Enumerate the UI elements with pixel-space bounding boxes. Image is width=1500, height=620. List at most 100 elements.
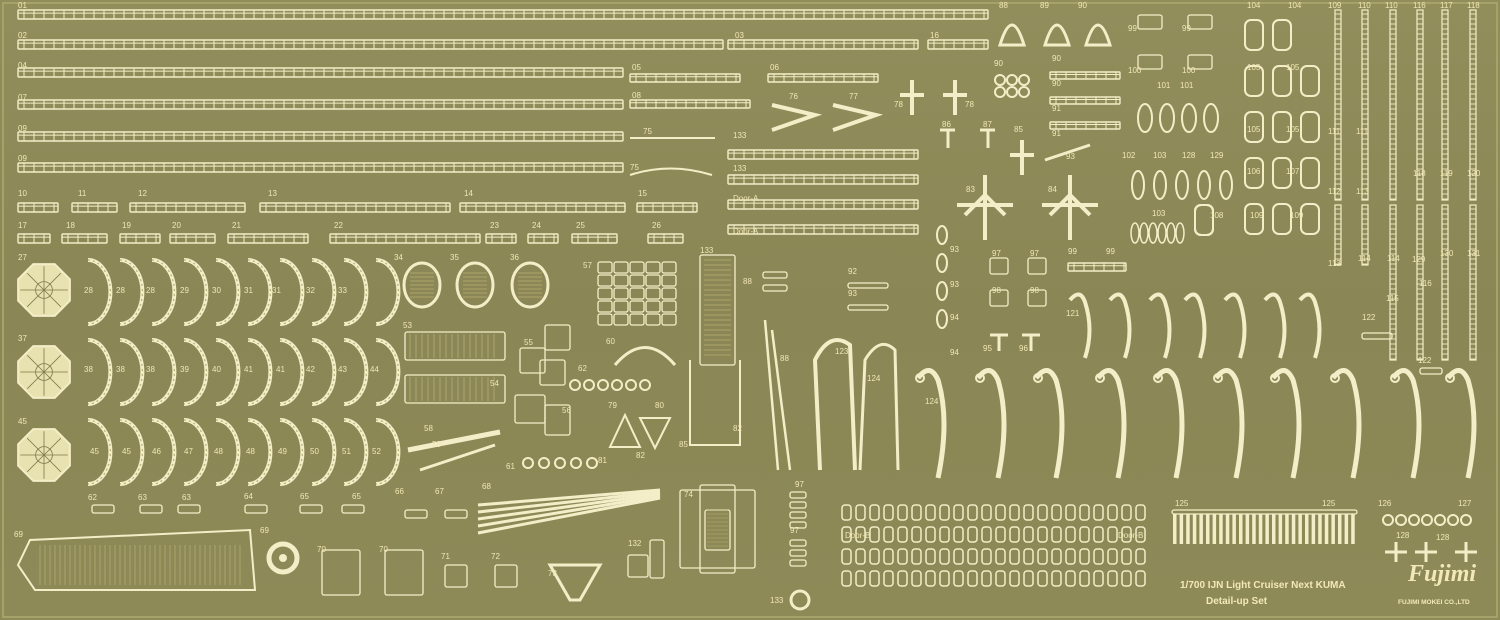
part-93 [936, 253, 948, 273]
part-number-label: 122 [1418, 356, 1432, 365]
part-123 [1390, 373, 1400, 383]
part-90 [1049, 121, 1121, 130]
part-95 [789, 521, 807, 529]
part-number-label: 41 [244, 365, 253, 374]
part-number-label: 75 [630, 163, 639, 172]
door-part [869, 570, 880, 587]
part-number-label: 91 [1052, 129, 1061, 138]
part-44 [35, 446, 53, 464]
part-124 [1298, 514, 1302, 544]
part-number-label: 103 [1153, 151, 1167, 160]
vertical-ladder [1469, 204, 1477, 361]
part-number-label: 76 [789, 92, 798, 101]
part-99 [1187, 54, 1213, 70]
part-number-label: 10 [18, 189, 27, 198]
part-124 [1219, 514, 1223, 544]
part-27 [26, 272, 45, 291]
part-10x [1244, 19, 1264, 51]
door-part [967, 548, 978, 565]
grid-57 [613, 300, 629, 313]
part-number-label: 124 [867, 374, 881, 383]
curved-part [343, 259, 367, 325]
part-number-label: 25 [576, 221, 585, 230]
curved-part [343, 258, 369, 326]
part-95 [789, 501, 807, 509]
part-124 [1324, 514, 1329, 544]
part-number-label: 112 [1328, 187, 1341, 196]
grid-57 [645, 261, 661, 274]
part-120 [1419, 367, 1443, 375]
part-number-label: 29 [180, 286, 189, 295]
part-125 [1395, 514, 1407, 526]
part-number-label: 107 [1286, 167, 1300, 176]
part-82 [1042, 175, 1098, 240]
part-89 [1018, 86, 1030, 98]
part-10x [1272, 65, 1292, 97]
door-part [1079, 504, 1090, 521]
door-part [995, 526, 1006, 543]
part-number-label: 82 [733, 424, 742, 433]
part-123 [915, 373, 925, 383]
part-102 [1139, 222, 1149, 244]
part-85 [940, 128, 995, 148]
part-60 [639, 379, 651, 391]
door-part [1121, 548, 1132, 565]
part-number-label: 105 [1247, 125, 1261, 134]
part-number-label: Door-B [1118, 531, 1144, 540]
door-part [1121, 570, 1132, 587]
part-number-label: 91 [1052, 104, 1061, 113]
part-number-label: 116 [1413, 1, 1426, 10]
curved-part [87, 419, 111, 485]
grid-57 [597, 261, 613, 274]
part-number-label: 21 [232, 221, 241, 230]
part-100 [1137, 103, 1153, 133]
part-123 [1213, 373, 1223, 383]
door-part [1135, 548, 1146, 565]
part-69 [384, 549, 424, 596]
part-number-label: 128 [1396, 531, 1410, 540]
part-number-label: 94 [950, 313, 959, 322]
part-number-label: 78 [965, 100, 974, 109]
curved-part [311, 338, 337, 406]
part-number-label: 28 [116, 286, 125, 295]
grid-57 [613, 287, 629, 300]
part-119 [1263, 292, 1287, 359]
part-124 [1252, 514, 1256, 544]
part-number-label: 92 [848, 267, 857, 276]
part-number-label: 40 [212, 365, 221, 374]
part-10x [1300, 157, 1320, 189]
part-102 [1148, 222, 1158, 244]
part-number-label: 02 [18, 31, 27, 40]
part-56 [407, 429, 501, 453]
part-number-label: 63 [182, 493, 191, 502]
part-89 [1018, 74, 1030, 86]
part-number-label: 105 [1286, 125, 1300, 134]
part-124 [1318, 514, 1322, 544]
door-part [1051, 570, 1062, 587]
part-number-label: 26 [652, 221, 661, 230]
part-124 [1265, 514, 1269, 544]
railing-part [169, 233, 216, 244]
part-number-label: 125 [1322, 499, 1336, 508]
part-123 [1391, 368, 1422, 479]
curved-part [279, 419, 303, 485]
door-part [1093, 526, 1104, 543]
door-part [1107, 526, 1118, 543]
grid-57 [613, 313, 629, 326]
grid-57 [629, 300, 645, 313]
part-124 [1186, 514, 1190, 544]
curved-part [279, 258, 305, 326]
part-number-label: 129 [1210, 151, 1224, 160]
railing-08 [629, 99, 751, 109]
part-70 [444, 564, 468, 588]
etched-part [544, 404, 571, 436]
door-part [1135, 526, 1146, 543]
part-number-label: 98 [1030, 286, 1039, 295]
part-70 [494, 564, 518, 588]
part-number-label: 28 [84, 286, 93, 295]
door-part [925, 570, 936, 587]
door-part [1037, 504, 1048, 521]
part-124 [1225, 514, 1230, 544]
part-90 [1049, 96, 1121, 105]
part-number-label: 61 [506, 462, 515, 471]
